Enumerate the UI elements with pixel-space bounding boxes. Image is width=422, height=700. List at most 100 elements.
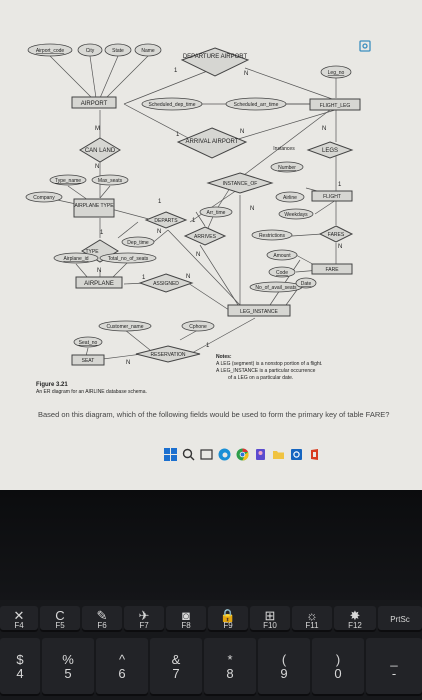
attribute-company: Company — [25, 191, 63, 203]
svg-text:RESERVATION: RESERVATION — [150, 352, 185, 358]
attribute-code: Code — [268, 266, 296, 278]
key-4[interactable]: $ 4 — [0, 638, 40, 696]
key-7[interactable]: & 7 — [150, 638, 202, 696]
key-f4[interactable]: ✕ F4 — [0, 606, 38, 632]
svg-text:Instances: Instances — [273, 146, 295, 152]
key-f8[interactable]: ◙ F8 — [166, 606, 206, 632]
svg-text:FARES: FARES — [328, 232, 345, 238]
key-f12[interactable]: ✸ F12 — [334, 606, 376, 632]
key-9[interactable]: ( 9 — [258, 638, 310, 696]
svg-text:M: M — [95, 126, 100, 132]
gear-icon[interactable] — [359, 40, 371, 52]
svg-text:Type_name: Type_name — [55, 178, 81, 184]
svg-text:1: 1 — [176, 132, 180, 138]
relationship-arrives: ARRIVES — [183, 226, 227, 246]
svg-text:INSTANCE_OF: INSTANCE_OF — [223, 181, 258, 187]
relationship-departs: DEPARTS — [144, 211, 188, 229]
svg-text:Leg_no: Leg_no — [328, 70, 345, 76]
svg-text:DEPARTURE AIRPORT: DEPARTURE AIRPORT — [183, 54, 248, 60]
key-prtsc[interactable]: PrtSc — [378, 606, 422, 632]
attribute-city: City — [77, 43, 103, 57]
outlook-icon[interactable] — [290, 448, 303, 461]
key-f10[interactable]: ⊞ F10 — [250, 606, 290, 632]
attribute-weekdays: Weekdays — [278, 208, 314, 220]
svg-text:LEG_INSTANCE: LEG_INSTANCE — [240, 309, 278, 315]
lock-icon: 🔒 — [219, 608, 237, 623]
svg-text:LEGS: LEGS — [322, 148, 338, 154]
svg-text:Weekdays: Weekdays — [284, 212, 308, 218]
svg-text:N: N — [244, 71, 248, 77]
svg-text:1: 1 — [174, 68, 178, 74]
entity-airplane: AIRPLANE — [75, 276, 123, 289]
svg-text:Dep_time: Dep_time — [127, 240, 149, 246]
entity-airport: AIRPORT — [71, 96, 117, 109]
svg-text:of a LEG on a particular date.: of a LEG on a particular date. — [228, 375, 293, 381]
svg-text:Notes:: Notes: — [216, 354, 232, 360]
attribute-number: Number — [270, 161, 304, 173]
svg-text:TYPE: TYPE — [85, 249, 99, 255]
task-view-icon[interactable] — [200, 448, 213, 461]
svg-text:N: N — [338, 244, 342, 250]
svg-text:FLIGHT_LEG: FLIGHT_LEG — [320, 103, 351, 109]
svg-text:DEPARTS: DEPARTS — [154, 218, 178, 224]
windows-start-icon[interactable] — [164, 448, 177, 461]
svg-text:ARRIVES: ARRIVES — [194, 234, 217, 240]
attribute-no-of-avail-seats-label: No_of_avail_seats — [249, 281, 303, 293]
svg-text:N: N — [97, 268, 101, 274]
svg-text:Cphone: Cphone — [189, 324, 207, 330]
office-icon[interactable] — [308, 448, 321, 461]
file-explorer-icon[interactable] — [272, 448, 285, 461]
attribute-airplane-id: Airplane_id — [53, 252, 99, 264]
key-minus[interactable]: _ - — [366, 638, 422, 696]
svg-text:ASSIGNED: ASSIGNED — [153, 281, 179, 287]
brightness-up-icon: ✸ — [349, 608, 361, 623]
key-f5[interactable]: C F5 — [40, 606, 80, 632]
entity-flight-leg: FLIGHT_LEG — [309, 98, 361, 111]
attribute-customer-name: Customer_name — [98, 320, 152, 332]
svg-text:Max_seats: Max_seats — [98, 178, 123, 184]
key-f9[interactable]: 🔒 F9 — [208, 606, 248, 632]
svg-text:Airport_code: Airport_code — [36, 48, 65, 54]
key-5[interactable]: % 5 — [42, 638, 94, 696]
attribute-leg-no: Leg_no — [320, 65, 352, 79]
key-8[interactable]: * 8 — [204, 638, 256, 696]
svg-text:SEAT: SEAT — [82, 358, 95, 364]
svg-text:1: 1 — [100, 230, 104, 236]
svg-text:Number: Number — [278, 165, 296, 171]
svg-text:Arr_time: Arr_time — [207, 210, 226, 216]
search-icon[interactable] — [182, 448, 195, 461]
attribute-airline: Airline — [275, 191, 305, 203]
chrome-icon[interactable] — [236, 448, 249, 461]
key-6[interactable]: ^ 6 — [96, 638, 148, 696]
laptop-bezel — [0, 490, 422, 600]
windows-icon: ⊞ — [264, 608, 276, 623]
attribute-cphone: Cphone — [181, 320, 215, 332]
relationship-departure-airport: DEPARTURE AIRPORT — [180, 47, 250, 77]
attribute-instances: Instances — [273, 146, 295, 152]
attribute-total-no-of-seats: Total_no_of_seats — [99, 252, 157, 264]
svg-text:1: 1 — [338, 182, 342, 188]
attribute-arr-time: Arr_time — [199, 206, 233, 218]
key-0[interactable]: ) 0 — [312, 638, 364, 696]
key-f6[interactable]: ✎ F6 — [82, 606, 122, 632]
svg-text:Figure 3.21: Figure 3.21 — [36, 382, 68, 388]
svg-text:1: 1 — [192, 218, 196, 224]
attribute-type-name: Type_name — [49, 174, 87, 186]
keyboard: ✕ F4 C F5 ✎ F6 ✈ F7 ◙ F8 🔒 F9 ⊞ F10 ☼ F1… — [0, 600, 422, 700]
relationship-reservation: RESERVATION — [135, 345, 201, 363]
entity-seat: SEAT — [71, 354, 105, 366]
browser-icon[interactable] — [218, 448, 231, 461]
key-f7[interactable]: ✈ F7 — [124, 606, 164, 632]
attribute-date: Date — [295, 277, 317, 289]
key-f11[interactable]: ☼ F11 — [292, 606, 332, 632]
entity-flight: FLIGHT — [311, 190, 353, 202]
attribute-max-seats: Max_seats — [91, 174, 129, 186]
svg-text:N: N — [126, 360, 130, 366]
letter-c-icon: C — [55, 608, 65, 623]
attribute-scheduled-arr-time: Scheduled_arr_time — [225, 97, 287, 111]
svg-text:An ER diagram for an AIRLINE d: An ER diagram for an AIRLINE database sc… — [36, 389, 147, 395]
svg-text:Code: Code — [276, 270, 288, 276]
entity-fare: FARE — [311, 263, 353, 275]
app-icon[interactable] — [254, 448, 267, 461]
svg-text:N: N — [95, 164, 99, 170]
